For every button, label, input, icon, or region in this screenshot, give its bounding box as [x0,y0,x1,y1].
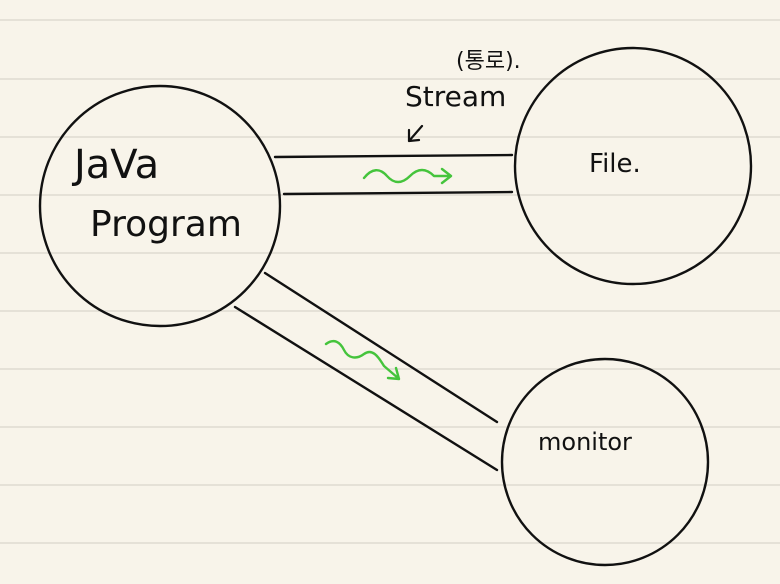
flow-arrow-to-monitor [324,339,401,381]
pipe-upper-line [263,271,499,424]
stream-korean-note: (통로). [456,49,521,74]
monitor-circle [500,357,710,567]
stream-pipe-to-file [273,153,514,196]
monitor-label: monitor [538,428,632,456]
stream-pipe-to-monitor [233,271,499,472]
file-label: File. [589,149,641,179]
stream-annotation: (통로). Stream [405,49,521,143]
flow-arrow-to-file [362,167,453,185]
java-program-circle [38,84,282,328]
pipe-bottom-line [282,190,514,196]
file-circle [513,46,753,286]
monitor-node: monitor [500,357,710,567]
stream-pointer-arrow [407,124,424,143]
java-program-label-line2: Program [90,204,242,245]
java-program-label-line1: JaVa [71,142,159,188]
pipe-lower-line [233,305,499,472]
pipe-top-line [273,153,514,159]
stream-label: Stream [405,80,506,113]
java-program-node: JaVa Program [38,84,282,328]
file-node: File. [513,46,753,286]
